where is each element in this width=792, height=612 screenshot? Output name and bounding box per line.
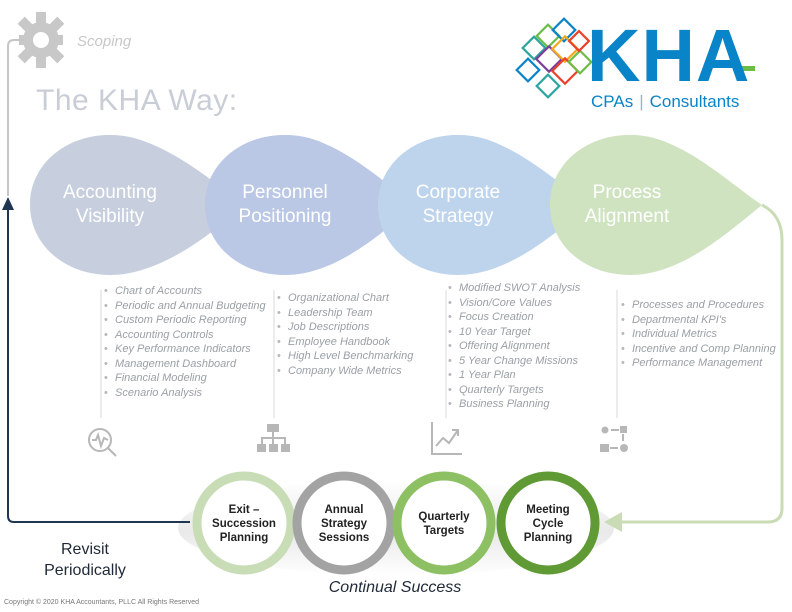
cycle-label-meeting: Meeting Cycle Planning [503, 503, 593, 545]
cycle-label-line: Meeting [526, 504, 570, 516]
logo-accent-bar [733, 66, 755, 71]
stage-label-line: Alignment [584, 206, 670, 227]
list-item: Financial Modeling [104, 371, 266, 386]
tagline-consultants: Consultants [649, 92, 740, 111]
list-item: Scenario Analysis [104, 386, 266, 401]
stage-items-process: Processes and Procedures Departmental KP… [621, 298, 776, 371]
cycle-label-line: Succession [212, 518, 276, 530]
cycle-circle-exit [192, 471, 296, 575]
list-item: Departmental KPI's [621, 313, 776, 328]
list-item: Company Wide Metrics [277, 364, 413, 379]
list-item: Incentive and Comp Planning [621, 342, 776, 357]
stage-label-line: Positioning [238, 206, 332, 227]
process-return-arrow-head [604, 512, 622, 532]
cycle-circle-quarterly [392, 471, 496, 575]
list-item: Processes and Procedures [621, 298, 776, 313]
list-item: Quarterly Targets [448, 383, 580, 398]
stage-label-line: Process [592, 182, 662, 203]
list-item: 1 Year Plan [448, 368, 580, 383]
continual-success-label: Continual Success [328, 579, 462, 596]
stage-bottom-corporate [378, 135, 590, 275]
cycle-label-line: Targets [423, 525, 465, 537]
list-item: Business Planning [448, 397, 580, 412]
cycle-label-line: Sessions [318, 532, 370, 544]
cycle-circle-meeting [496, 471, 600, 575]
list-item: Offering Alignment [448, 339, 580, 354]
cycle-label-line: Planning [219, 532, 269, 544]
list-item: Job Descriptions [277, 320, 413, 335]
cycle-label-line: Cycle [532, 518, 564, 530]
list-item: 5 Year Change Missions [448, 354, 580, 369]
analytics-magnifier-icon [88, 428, 117, 457]
cycle-label-line: Quarterly [418, 511, 470, 523]
kha-logo-tagline: CPAs | Consultants [591, 92, 739, 112]
stage-label-process: Process Alignment [552, 181, 702, 229]
cycle-label-quarterly: Quarterly Targets [399, 510, 489, 538]
cycle-label-line: Strategy [320, 518, 368, 530]
list-item: High Level Benchmarking [277, 349, 413, 364]
gear-icon [17, 12, 65, 68]
revisit-periodically-label: Revisit Periodically [30, 539, 140, 581]
stage-label-corporate: Corporate Strategy [383, 181, 533, 229]
cycle-label-line: Annual [324, 504, 364, 516]
list-item: Vision/Core Values [448, 296, 580, 311]
page-title: The KHA Way: [36, 84, 238, 117]
list-item: Individual Metrics [621, 327, 776, 342]
list-item: Chart of Accounts [104, 284, 266, 299]
list-item: Custom Periodic Reporting [104, 313, 266, 328]
stage-label-line: Strategy [422, 206, 494, 227]
list-item: Management Dashboard [104, 357, 266, 372]
kha-logo-mark [515, 17, 593, 99]
stage-bottom-process [550, 135, 762, 275]
stage-label-line: Accounting [62, 182, 157, 203]
cycle-label-annual: Annual Strategy Sessions [299, 503, 389, 545]
list-item: Performance Management [621, 356, 776, 371]
cycle-label-line: Exit – [228, 504, 260, 516]
list-item: Leadership Team [277, 306, 413, 321]
revisit-loop-line [7, 208, 190, 523]
list-item: Periodic and Annual Budgeting [104, 299, 266, 314]
process-return-line [622, 203, 784, 524]
list-item: Modified SWOT Analysis [448, 281, 580, 296]
stage-bottom-personnel [205, 135, 415, 275]
stage-items-personnel: Organizational Chart Leadership Team Job… [277, 291, 413, 378]
stage-bottom-accounting [30, 135, 245, 275]
cycle-label-exit: Exit – Succession Planning [199, 503, 289, 545]
list-item: Key Performance Indicators [104, 342, 266, 357]
list-item: Organizational Chart [277, 291, 413, 306]
stage-items-corporate: Modified SWOT Analysis Vision/Core Value… [448, 281, 580, 412]
revisit-line: Revisit [60, 541, 109, 558]
stage-items-accounting: Chart of Accounts Periodic and Annual Bu… [104, 284, 266, 400]
stage-label-line: Corporate [415, 182, 501, 203]
revisit-line: Periodically [44, 562, 126, 579]
scoping-connector-line [7, 39, 26, 196]
copyright-text: Copyright © 2020 KHA Accountants, PLLC A… [4, 599, 200, 606]
growth-chart-icon [431, 422, 462, 455]
list-item: Focus Creation [448, 310, 580, 325]
stage-label-personnel: Personnel Positioning [210, 181, 360, 229]
stage-label-accounting: Accounting Visibility [35, 181, 185, 229]
list-item: Accounting Controls [104, 328, 266, 343]
org-chart-icon [257, 424, 290, 452]
tagline-separator: | [639, 92, 644, 111]
kha-logo-text: KHA [587, 14, 751, 97]
revisit-arrow-head [2, 197, 14, 210]
stage-label-line: Personnel [242, 182, 328, 203]
list-item: Employee Handbook [277, 335, 413, 350]
scoping-label: Scoping [77, 33, 132, 50]
stage-label-line: Visibility [75, 206, 145, 227]
cycle-circle-annual [292, 471, 396, 575]
process-flow-icon [600, 426, 628, 452]
cycle-label-line: Planning [523, 532, 573, 544]
tagline-cpas: CPAs [591, 92, 634, 111]
list-item: 10 Year Target [448, 325, 580, 340]
